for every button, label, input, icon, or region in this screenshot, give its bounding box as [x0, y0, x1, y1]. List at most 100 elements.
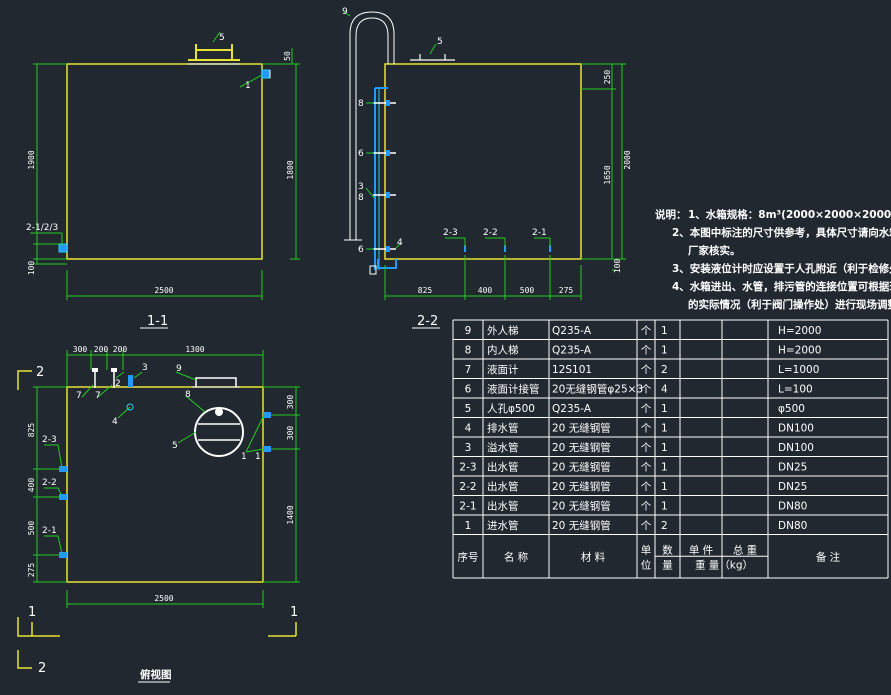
table-row-remark: DN25 — [778, 462, 807, 474]
callout-2-2-6a: 6 — [358, 149, 364, 159]
notes-heading: 说明： — [655, 208, 687, 221]
note-line-5: 的实际情况（利于阀门操作处）进行现场调整。 — [688, 298, 891, 311]
dim-width-1-1: 2500 — [154, 286, 173, 295]
manhole-top-2-2 — [410, 54, 455, 61]
callout-2-2-3: 3 — [358, 182, 364, 192]
dim-2-2-bottom-0: 825 — [418, 286, 433, 295]
callout-plan-2: 2 — [115, 379, 121, 389]
callout-2-2-8b: 8 — [358, 193, 364, 203]
table-row-name: 液面计接管 — [487, 383, 540, 396]
view-2-2: 9 5 8 6 3 8 6 4 2-3 2-2 2-1 825 400 500 … — [342, 7, 632, 329]
table-header-name: 名 称 — [504, 550, 529, 563]
table-row-qty: 1 — [661, 462, 668, 474]
dim-2-2-bottom-1: 400 — [478, 286, 493, 295]
note-line-0: 1、水箱规格：8m³(2000×2000×2000) — [688, 208, 891, 221]
table-row-remark: DN80 — [778, 501, 807, 513]
note-line-4: 4、水箱进出、水管，排污管的连接位置可根据现场 — [672, 280, 891, 293]
tank-outline-2-2 — [384, 63, 582, 260]
table-row-name: 出水管 — [487, 500, 519, 513]
table-row-material: 20 无缝钢管 — [552, 480, 611, 493]
table-row-material: 20 无缝钢管 — [552, 422, 611, 435]
section-mark-2-bottom: 2 — [38, 661, 46, 676]
callout-plan-2-3: 2-3 — [42, 435, 57, 445]
table-header-unit-bottom: 位 — [641, 558, 652, 571]
table-row-unit: 个 — [641, 423, 652, 435]
table-row-no: 9 — [465, 325, 472, 337]
callout-plan-4: 4 — [112, 417, 118, 427]
table-row-unit: 个 — [641, 520, 652, 532]
callout-plan-8: 8 — [185, 390, 191, 400]
table-row-material: Q235-A — [552, 345, 592, 357]
table-row-qty: 1 — [661, 423, 668, 435]
table-row-unit: 个 — [641, 364, 652, 376]
table-row-material: 20 无缝钢管 — [552, 519, 611, 532]
table-row-qty: 1 — [661, 403, 668, 415]
outlet-pipe-1-1 — [58, 243, 68, 253]
callout-plan-5: 5 — [172, 441, 178, 451]
dim-height-right: 1800 — [286, 160, 295, 179]
table-row-remark: H=2000 — [778, 325, 821, 337]
table-row-name: 进水管 — [487, 519, 519, 532]
tank-outline-1-1 — [66, 63, 263, 260]
view-title-2-2: 2-2 — [417, 314, 438, 329]
dim-2-2-inner: 1650 — [603, 165, 612, 184]
dim-top-right: 50 — [283, 51, 292, 61]
table-row-qty: 4 — [661, 384, 668, 396]
table-row-unit: 个 — [641, 442, 652, 454]
dim-2-2-outer: 2000 — [623, 150, 632, 169]
table-row-no: 7 — [465, 364, 472, 376]
table-row-material: 20 无缝钢管 — [552, 441, 611, 454]
table-row-unit: 个 — [641, 403, 652, 415]
dim-plan-top-2: 200 — [113, 345, 128, 354]
callout-2-2-4: 4 — [397, 238, 403, 248]
dim-2-2-bottom-2: 500 — [520, 286, 535, 295]
callout-inlet-1-1: 1 — [245, 81, 251, 91]
dim-plan-right-2: 1400 — [286, 505, 295, 524]
table-row-no: 2-1 — [459, 501, 476, 513]
dim-plan-width: 2500 — [154, 594, 173, 603]
table-row-unit: 个 — [641, 481, 652, 493]
callout-plan-2-2: 2-2 — [42, 478, 57, 488]
table-row-unit: 个 — [641, 462, 652, 474]
view-title-plan: 俯视图 — [140, 668, 172, 681]
dim-2-2-top-right: 250 — [603, 70, 612, 85]
callout-plan-9: 9 — [176, 364, 182, 374]
dim-plan-top-3: 1300 — [185, 345, 204, 354]
callout-manhole-1-1: 5 — [219, 33, 225, 43]
table-row-name: 人孔φ500 — [487, 402, 535, 415]
dim-plan-right-0: 300 — [286, 395, 295, 410]
dim-plan-right-1: 300 — [286, 426, 295, 441]
table-row-qty: 2 — [661, 520, 668, 532]
table-row-material: 20 无缝钢管 — [552, 461, 611, 474]
table-row-no: 3 — [465, 442, 472, 454]
dim-plan-left-2: 500 — [27, 521, 36, 536]
table-row-name: 内人梯 — [487, 344, 519, 357]
table-row-material: 20无缝钢管φ25×3 — [552, 383, 643, 396]
table-header-single: 单 件 — [689, 544, 713, 556]
table-row-qty: 1 — [661, 481, 668, 493]
callout-pipe-group-1-1: 2-1/2/3 — [26, 223, 58, 233]
table-row-qty: 1 — [661, 501, 668, 513]
table-row-remark: L=100 — [778, 384, 813, 396]
callout-plan-1a: 1 — [241, 452, 247, 462]
table-row-no: 2-2 — [459, 481, 476, 493]
table-row-name: 排水管 — [487, 422, 519, 435]
table-row-name: 出水管 — [487, 480, 519, 493]
note-line-2: 厂家核实。 — [688, 244, 741, 257]
table-row-remark: DN100 — [778, 423, 814, 435]
table-row-no: 6 — [465, 384, 472, 396]
table-header-unit-top: 单 — [641, 544, 652, 556]
plan-view: 300 200 200 1300 2500 825 400 500 275 30… — [17, 345, 300, 683]
table-header-weight: 重 量（kg） — [695, 558, 753, 571]
table-row-name: 外人梯 — [487, 324, 519, 337]
view-1-1: 1900 100 2500 1800 50 5 1 2-1/2/3 1-1 — [26, 31, 300, 329]
table-row-remark: DN100 — [778, 442, 814, 454]
table-row-no: 8 — [465, 345, 472, 357]
inlet-pipe-1-1 — [261, 69, 271, 79]
table-row-qty: 1 — [661, 442, 668, 454]
callout-plan-3: 3 — [142, 363, 148, 373]
note-line-3: 3、安装液位计时应设置于人孔附近（利于检修处）。 — [672, 262, 891, 275]
section-mark-2-top: 2 — [36, 365, 44, 380]
callout-2-2-8a: 8 — [358, 99, 364, 109]
